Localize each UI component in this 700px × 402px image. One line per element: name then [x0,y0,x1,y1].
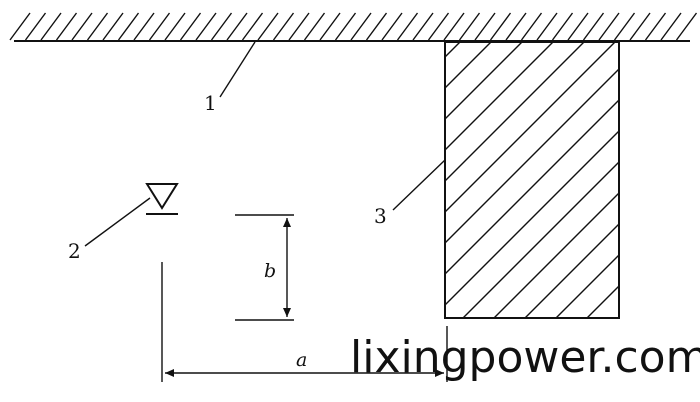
leader-line-1 [219,41,256,98]
beam-hatch-stroke [445,42,554,151]
ceiling-hatch-stroke [71,12,93,41]
ceiling-hatch-stroke [272,12,295,41]
ceiling-hatch-stroke [613,12,636,41]
dimension-b [235,214,294,321]
watermark-text: lixingpower.com [350,332,700,383]
ceiling-hatch-stroke [520,12,543,41]
label-ceiling: 1 [204,91,217,115]
beam-hatch-stroke [445,42,492,89]
ceiling-hatch-stroke [148,12,171,41]
ceiling-hatch-stroke [226,12,248,41]
ceiling-hatch-stroke [288,12,310,41]
ceiling-hatch-stroke [241,12,264,41]
label-sensor: 2 [68,239,81,263]
ceiling-hatch-stroke [551,12,574,41]
beam-hatch-stroke [445,99,619,275]
ceiling-hatch-stroke [334,12,357,41]
beam-hatch-stroke [586,285,619,318]
ceiling-hatch-stroke [24,12,47,41]
ceiling-hatch-stroke [443,12,465,41]
ceiling-hatch [9,12,698,41]
dimension-a [161,262,448,382]
beam-hatch-stroke [445,130,619,306]
ceiling-hatch-stroke [257,12,279,41]
beam-hatch-stroke [445,42,523,120]
ceiling-hatch-stroke [489,12,512,41]
ceiling-hatch-stroke [117,12,140,41]
ceiling-hatch-stroke [396,12,419,41]
ceiling-hatch-stroke [303,12,326,41]
beam-hatch-stroke [524,223,619,318]
leader-line-3 [392,159,446,211]
beam-hatch-stroke [100,20,420,340]
ceiling-hatch-stroke [133,12,155,41]
beam-hatch-stroke [555,254,619,318]
leader-line-2 [84,197,151,247]
ceiling-hatch-stroke [55,12,78,41]
beam-outline [444,41,620,319]
ceiling-hatch-stroke [582,12,605,41]
beam-hatch-stroke [131,20,451,340]
ceiling-hatch-stroke [9,12,31,41]
ceiling-hatch-stroke [660,12,682,41]
ceiling-hatch-stroke [319,12,341,41]
ceiling-hatch-stroke [412,12,434,41]
ceiling-hatch-stroke [458,12,481,41]
sensor [145,183,179,215]
ceiling-hatch-stroke [427,12,450,41]
beam-hatch [100,20,700,340]
ceiling-hatch-stroke [644,12,667,41]
ceiling-hatch-stroke [567,12,589,41]
ceiling-hatch-stroke [102,12,124,41]
label-dimension-b: b [264,260,276,282]
beam-hatch-stroke [445,68,619,244]
beam-hatch-stroke [617,316,619,318]
beam-hatch-stroke [493,192,619,318]
beam-hatch-stroke [445,42,461,58]
beam-hatch-stroke [462,161,619,318]
ceiling-hatch-stroke [179,12,202,41]
beam [100,20,700,340]
ceiling-hatch-stroke [474,12,496,41]
ceiling-hatch-stroke [164,12,186,41]
label-dimension-a: a [296,349,307,371]
ceiling-hatch-stroke [86,12,109,41]
ceiling-hatch-stroke [536,12,558,41]
ceiling-hatch-stroke [365,12,388,41]
ceiling-hatch-stroke [381,12,403,41]
beam-hatch-stroke [445,42,616,213]
ceiling [9,12,698,42]
beam-hatch-stroke [627,20,700,340]
ceiling-hatch-stroke [675,12,698,41]
ceiling-hatch-stroke [598,12,620,41]
ceiling-hatch-stroke [505,12,527,41]
label-beam: 3 [374,204,387,228]
sensor-triangle-icon [145,183,179,210]
ceiling-hatch-stroke [40,12,62,41]
ceiling-hatch-stroke [629,12,651,41]
ceiling-hatch-stroke [350,12,372,41]
ceiling-hatch-stroke [210,12,233,41]
ceiling-hatch-stroke [195,12,217,41]
